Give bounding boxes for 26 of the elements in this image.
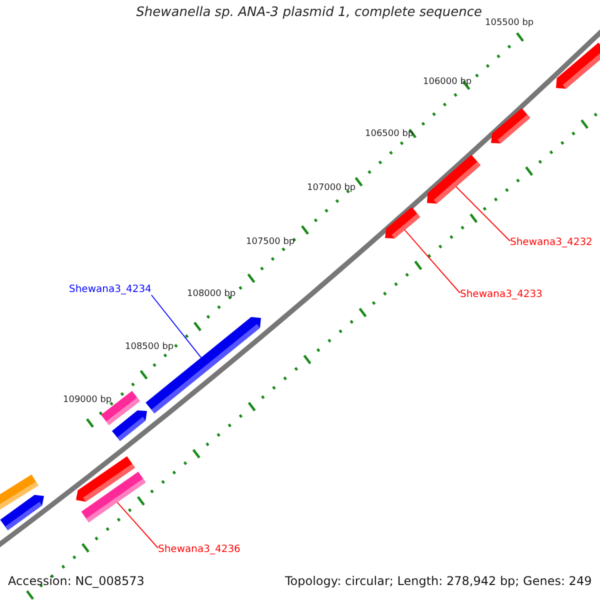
tick-label: 108000 bp xyxy=(187,290,236,300)
map-title: Shewanella sp. ANA-3 plasmid 1, complete sequence xyxy=(136,6,482,20)
leader-line xyxy=(456,186,510,242)
gene-feature xyxy=(491,108,530,144)
gene-feature xyxy=(0,494,44,530)
tick-label: 108500 bp xyxy=(125,343,174,353)
gene-label: Shewana3_4232 xyxy=(510,237,592,248)
gene-label: Shewana3_4233 xyxy=(460,289,542,300)
tick-label: 106000 bp xyxy=(423,78,472,88)
accession-text: Accession: NC_008573 xyxy=(8,575,144,588)
tick-label: 105500 bp xyxy=(485,19,534,29)
tick-label: 106500 bp xyxy=(365,130,414,140)
tick-label: 107000 bp xyxy=(307,184,356,194)
leader-line xyxy=(116,502,158,548)
topology-text: Topology: circular; Length: 278,942 bp; Genes: 249 xyxy=(285,575,592,588)
gene-feature xyxy=(112,410,147,442)
gene-feature xyxy=(556,42,600,89)
gene-label: Shewana3_4234 xyxy=(69,284,152,295)
gene-feature xyxy=(385,207,420,238)
gene-bar xyxy=(81,472,146,522)
tick-label: 109000 bp xyxy=(63,396,112,406)
gene-feature xyxy=(427,154,481,204)
leader-line xyxy=(404,229,460,294)
leader-line xyxy=(150,294,202,358)
tick-label: 107500 bp xyxy=(246,238,295,248)
gene-label: Shewana3_4236 xyxy=(158,544,240,555)
